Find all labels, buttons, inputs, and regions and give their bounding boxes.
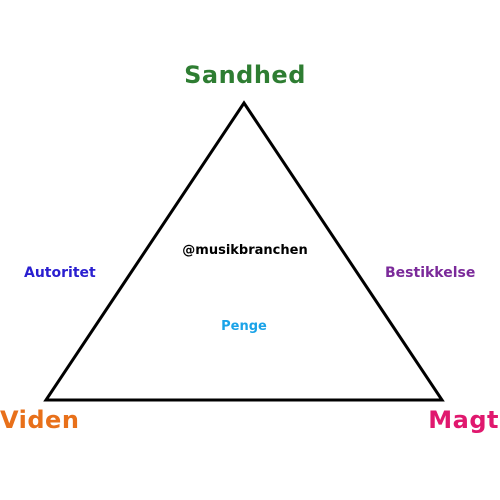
- vertex-label-magt: Magt: [428, 406, 499, 434]
- center-label: @musikbranchen: [182, 243, 308, 258]
- triangle-shape: [43, 100, 445, 402]
- vertex-label-sandhed: Sandhed: [184, 61, 306, 89]
- edge-label-bestikkelse: Bestikkelse: [385, 265, 476, 281]
- edge-label-autoritet: Autoritet: [24, 265, 96, 281]
- inner-label-penge: Penge: [221, 319, 267, 334]
- vertex-label-viden: Viden: [0, 406, 80, 434]
